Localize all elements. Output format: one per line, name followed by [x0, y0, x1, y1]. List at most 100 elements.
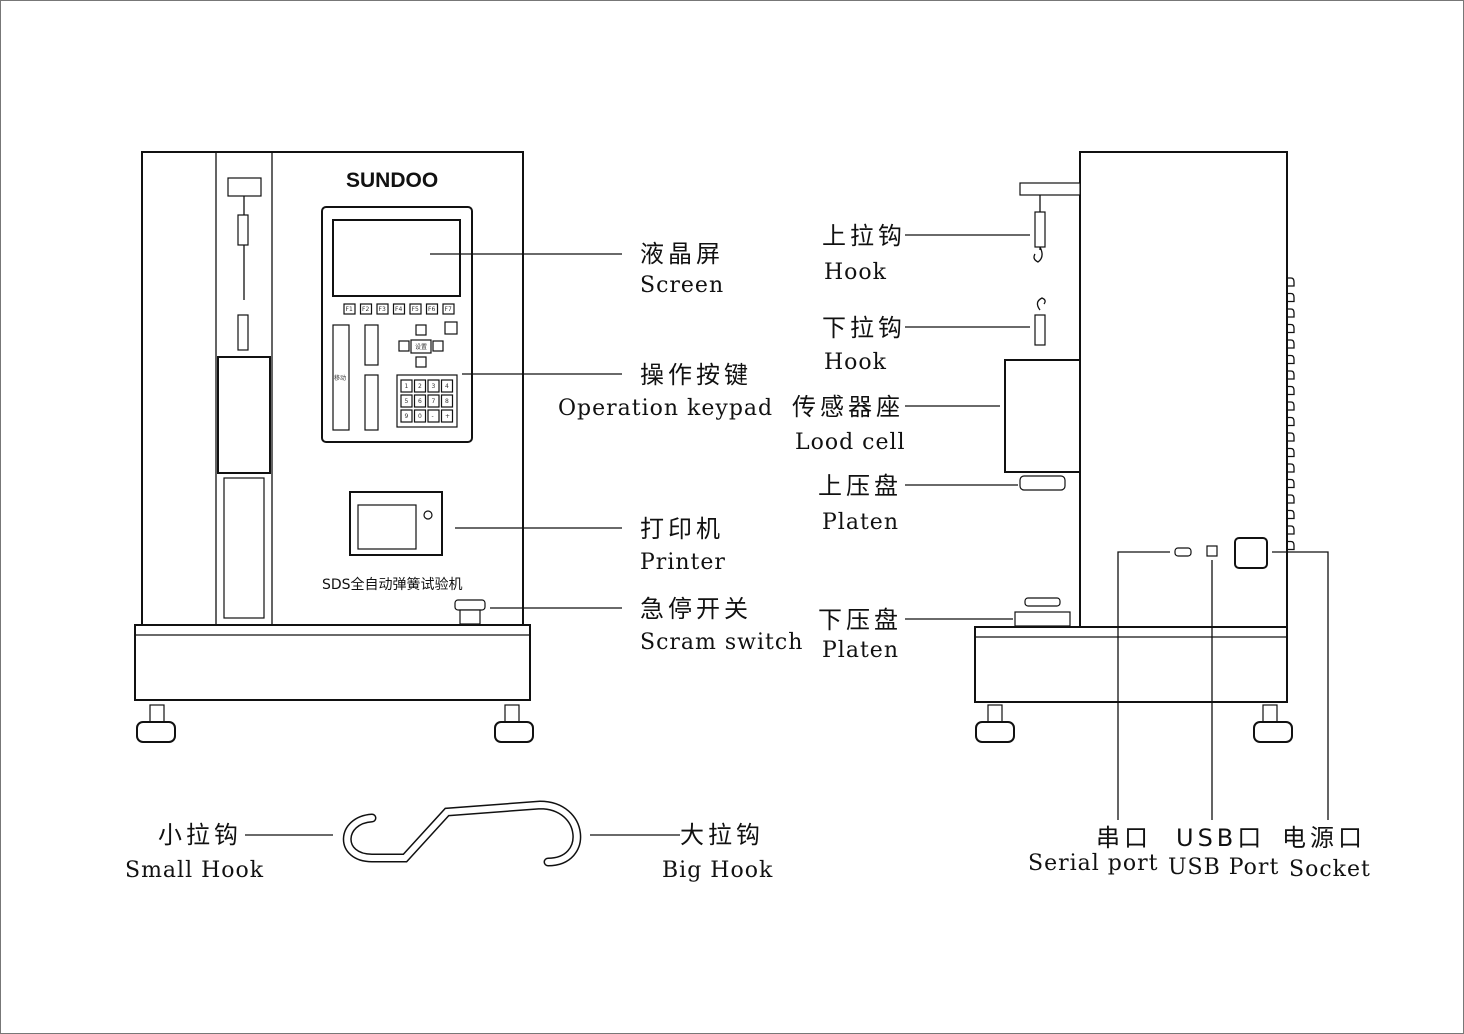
function-key[interactable]	[425, 303, 439, 315]
label-socket-en: Socket	[1289, 857, 1371, 882]
vent-fin	[1287, 339, 1295, 349]
numpad-key[interactable]	[400, 409, 413, 423]
numpad-key-label: 4	[445, 383, 449, 390]
vent-fin	[1287, 401, 1295, 411]
vent-fin	[1287, 509, 1295, 520]
label-scram-en: Scram switch	[640, 630, 803, 655]
vent-fin	[1287, 385, 1295, 396]
function-key[interactable]	[409, 303, 422, 315]
label-screen-cn: 液晶屏	[640, 240, 724, 268]
vent-fin	[1287, 323, 1295, 334]
vent-fin	[1287, 354, 1295, 365]
numpad-key-label: 0	[418, 413, 422, 420]
label-big-hook-en: Big Hook	[662, 858, 773, 883]
label-upper-hook-cn: 上拉钩	[822, 222, 906, 250]
function-key[interactable]	[376, 303, 389, 315]
vent-fin	[1287, 277, 1295, 287]
label-small-hook-cn: 小拉钩	[158, 821, 242, 849]
label-usb-en: USB Port	[1168, 855, 1279, 880]
vent-fin	[1287, 540, 1295, 551]
serial-port	[1174, 547, 1192, 557]
foot	[494, 721, 534, 743]
side-view	[905, 151, 1329, 820]
front-base	[134, 624, 531, 701]
function-key-label: F3	[379, 306, 386, 313]
function-key-label: F2	[362, 306, 369, 313]
label-lower-platen-en: Platen	[822, 638, 899, 663]
numpad-key[interactable]	[400, 379, 413, 393]
label-upper-platen-en: Platen	[822, 510, 899, 535]
vent-fin	[1287, 432, 1295, 442]
numpad-key-label: 2	[418, 383, 422, 390]
numpad-key-label: -	[432, 413, 434, 420]
label-socket-cn: 电源口	[1282, 824, 1366, 852]
function-key[interactable]	[359, 303, 373, 315]
function-key-label: F6	[428, 306, 435, 313]
label-screen-en: Screen	[640, 273, 724, 298]
usb-port	[1206, 545, 1218, 557]
nav-center-key: 设置	[415, 343, 427, 351]
function-key[interactable]	[392, 303, 406, 315]
svg-text:移动: 移动	[334, 374, 346, 382]
model-label: SDS全自动弹簧试验机	[322, 576, 463, 593]
numpad-key[interactable]	[440, 379, 454, 393]
numpad-key[interactable]	[440, 394, 454, 408]
label-upper-platen-cn: 上压盘	[818, 472, 902, 500]
label-upper-hook-en: Hook	[824, 260, 887, 285]
numpad-key-label: 5	[405, 398, 409, 405]
function-keys: F1 F2 F3 F4 F5 F6 F7	[343, 303, 455, 315]
vent-fin	[1287, 292, 1295, 303]
numpad-key-label: 7	[432, 398, 436, 405]
foot	[975, 721, 1015, 743]
numpad-key[interactable]	[427, 409, 440, 423]
vent-fin	[1287, 494, 1295, 504]
numpad-key-label: +	[445, 413, 450, 420]
vent-fin	[1287, 478, 1295, 489]
scram-switch[interactable]	[454, 599, 486, 611]
label-serial-en: Serial port	[1028, 851, 1158, 876]
numpad-key[interactable]	[440, 409, 454, 423]
lower-platen	[1014, 611, 1071, 627]
upper-platen	[1019, 475, 1066, 491]
s-hook	[245, 800, 680, 867]
vent-fin	[1287, 416, 1295, 427]
foot	[136, 721, 176, 743]
side-base	[974, 626, 1288, 703]
vent-fin	[1287, 370, 1295, 380]
label-printer-en: Printer	[640, 550, 726, 575]
load-cell-front	[217, 356, 271, 474]
numpad-key[interactable]	[427, 394, 440, 408]
numpad-key[interactable]	[427, 379, 440, 393]
function-key-label: F5	[412, 306, 419, 313]
vent-fin	[1287, 447, 1295, 458]
function-key[interactable]	[343, 303, 356, 315]
function-key[interactable]	[442, 303, 455, 315]
label-load-cell-cn: 传感器座	[792, 393, 904, 421]
numpad-key[interactable]	[413, 394, 427, 408]
vent-fin	[1287, 308, 1295, 318]
function-key-label: F4	[395, 306, 402, 313]
label-big-hook-cn: 大拉钩	[680, 821, 764, 849]
lcd-screen	[332, 219, 461, 297]
label-printer-cn: 打印机	[640, 515, 724, 543]
function-key-label: F1	[346, 306, 353, 313]
numpad-key[interactable]	[413, 379, 427, 393]
power-socket	[1234, 537, 1268, 569]
move-keys	[332, 324, 350, 431]
numpad-key[interactable]	[400, 394, 413, 408]
brand-logo: SUNDOO	[346, 169, 438, 192]
lower-hook	[1034, 314, 1046, 346]
label-keypad-en: Operation keypad	[558, 396, 773, 421]
numpad-key-label: 9	[405, 413, 409, 420]
nav-center-button[interactable]	[410, 339, 432, 354]
function-key-label: F7	[445, 306, 452, 313]
numpad-key[interactable]	[413, 409, 427, 423]
vent-fin	[1287, 463, 1295, 473]
upper-hook	[1034, 211, 1046, 248]
label-lower-platen-cn: 下压盘	[818, 606, 902, 634]
vent-fin	[1287, 525, 1295, 535]
label-serial-cn: 串口	[1096, 824, 1152, 852]
